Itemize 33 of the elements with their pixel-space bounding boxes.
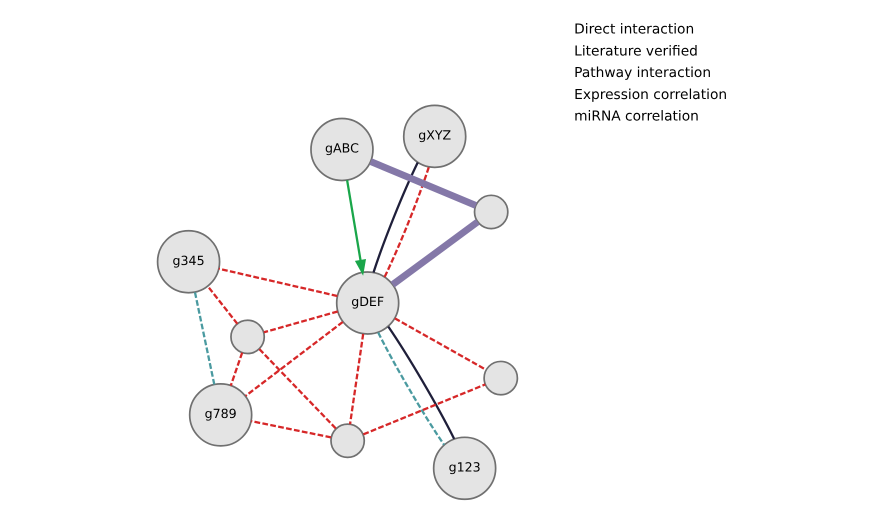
node-circle: gABC xyxy=(310,118,374,182)
node-circle: g789 xyxy=(188,383,252,447)
connector xyxy=(376,332,444,446)
connector xyxy=(263,310,338,334)
connector xyxy=(218,268,338,298)
connector xyxy=(368,158,477,209)
legend-label: Literature verified xyxy=(574,43,698,60)
node-circle xyxy=(482,360,518,396)
connector xyxy=(383,166,430,278)
connector xyxy=(206,286,238,325)
node-circle xyxy=(473,194,508,230)
connector xyxy=(394,317,486,371)
connector xyxy=(348,334,364,424)
legend-label: Direct interaction xyxy=(574,21,694,38)
connector xyxy=(250,420,331,439)
node-circle: gDEF xyxy=(335,271,400,335)
arrow xyxy=(345,180,366,276)
connector xyxy=(362,383,486,436)
legend-label: miRNA correlation xyxy=(574,108,698,125)
connector xyxy=(229,352,243,386)
connector xyxy=(244,321,343,397)
node-circle: gXYZ xyxy=(402,104,466,168)
connector xyxy=(258,348,336,430)
connector xyxy=(372,162,418,273)
legend-label: Pathway interaction xyxy=(574,65,711,82)
node-circle: g345 xyxy=(156,230,220,294)
node-circle xyxy=(330,423,365,458)
connector xyxy=(390,219,480,288)
connector xyxy=(193,292,215,385)
connector xyxy=(386,326,455,440)
node-circle: g123 xyxy=(432,436,496,500)
node-circle xyxy=(230,319,265,354)
legend-label: Expression correlation xyxy=(574,86,727,103)
